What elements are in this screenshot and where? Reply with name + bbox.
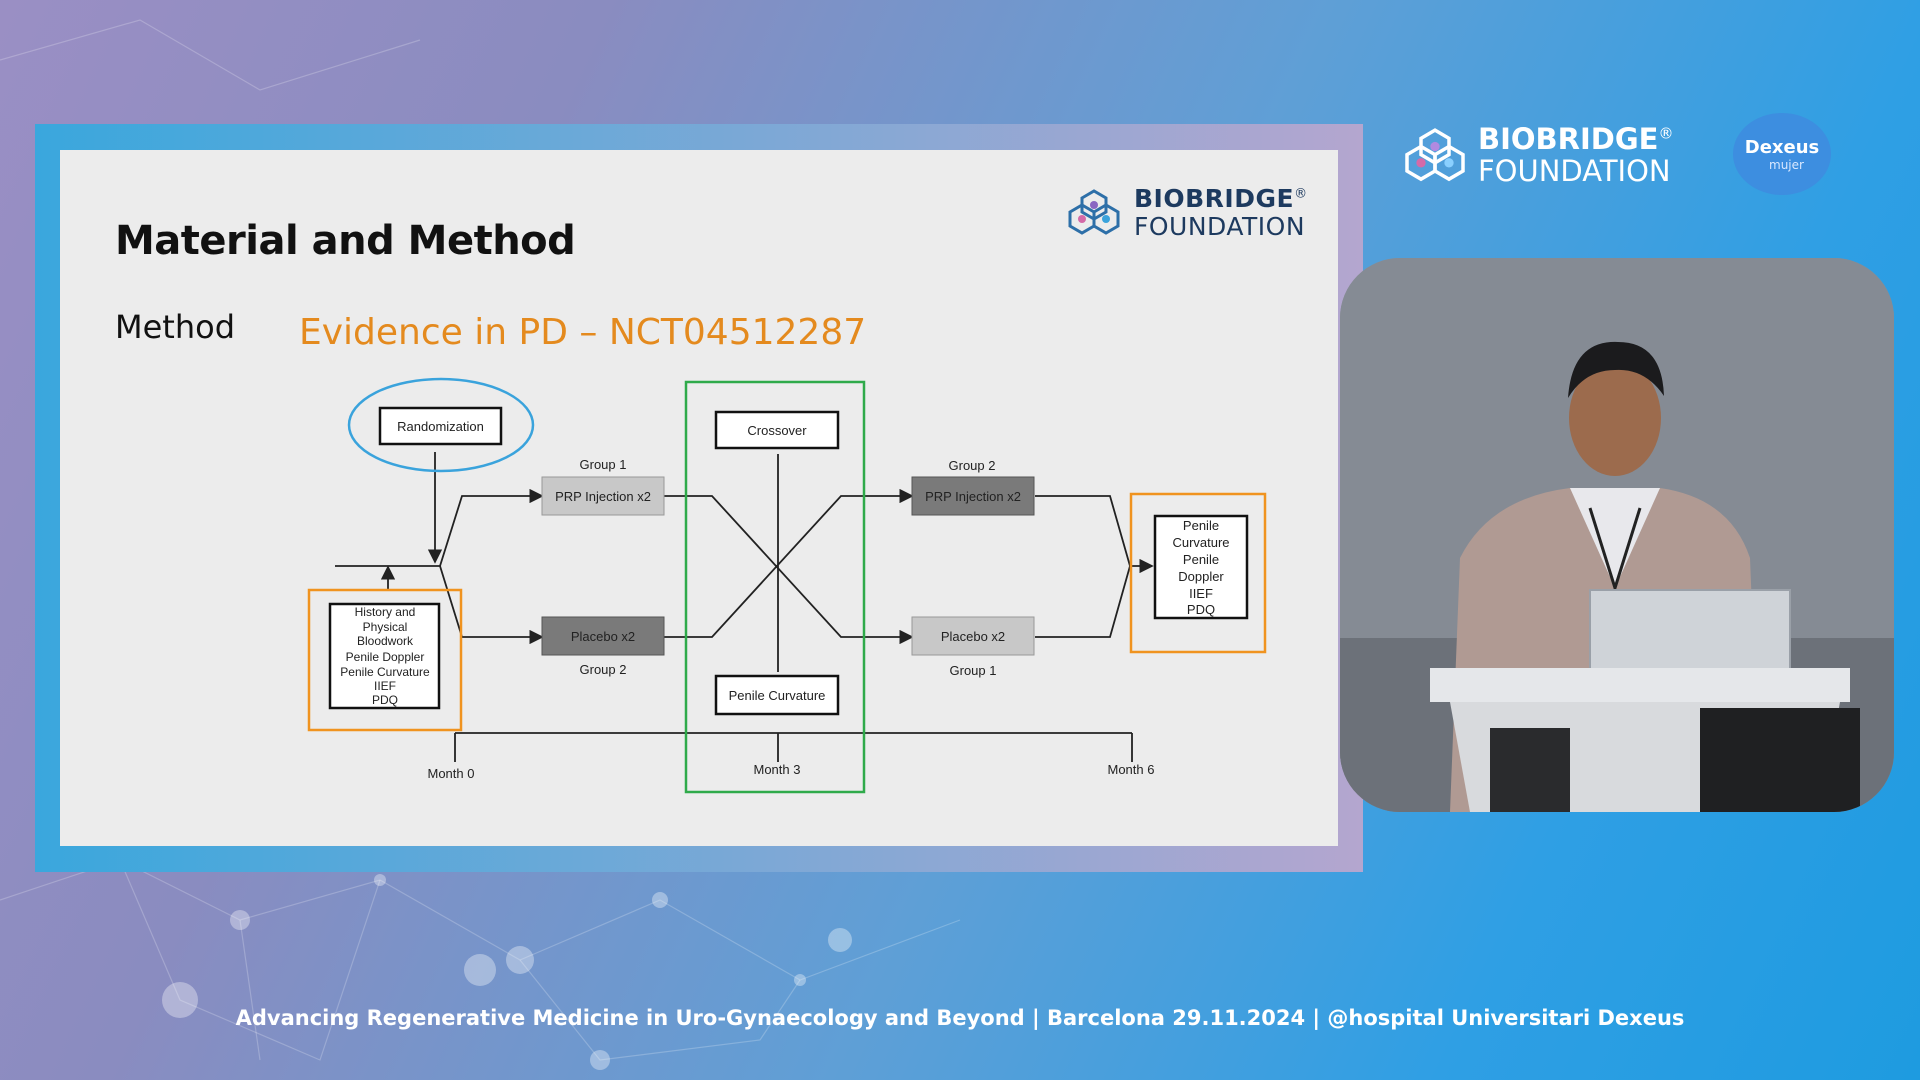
randomization-box	[378, 406, 503, 446]
baseline-line-1: History and	[355, 605, 416, 619]
placebo-label-1: Placebo x2	[571, 629, 635, 644]
prp-injection-box-2	[911, 476, 1035, 516]
month-3-label: Month 3	[754, 762, 801, 777]
outcome-line-5: IIEF	[1189, 586, 1213, 601]
brand-line2: FOUNDATION	[1478, 154, 1671, 188]
prp-injection-label-1: PRP Injection x2	[555, 489, 651, 504]
outcome-line-3: Penile	[1183, 552, 1219, 567]
slide-biobridge-logo: BIOBRIDGE® FOUNDATION	[1064, 184, 1324, 244]
month-0-label: Month 0	[428, 766, 475, 781]
slide-title: Material and Method	[115, 218, 576, 264]
baseline-line-7: PDQ	[372, 693, 398, 707]
presentation-slide: Material and Method Method Evidence in P…	[60, 150, 1338, 846]
dexeus-mujer-logo: Dexeus mujer	[1733, 113, 1831, 195]
method-label: Method	[115, 308, 236, 346]
crossover-label: Crossover	[747, 423, 807, 438]
crossover-box	[714, 410, 840, 450]
group1-bottom-label: Group 1	[950, 663, 997, 678]
slide-logo-line1: BIOBRIDGE®	[1134, 184, 1308, 213]
group1-top-label: Group 1	[580, 457, 627, 472]
placebo-box-2	[911, 616, 1035, 656]
month-6-label: Month 6	[1108, 762, 1155, 777]
baseline-line-6: IIEF	[374, 679, 396, 693]
event-footer: Advancing Regenerative Medicine in Uro-G…	[235, 1006, 1685, 1030]
outcome-line-4: Doppler	[1178, 569, 1224, 584]
prp-injection-label-2: PRP Injection x2	[925, 489, 1021, 504]
randomization-highlight	[347, 377, 535, 473]
placebo-label-2: Placebo x2	[941, 629, 1005, 644]
baseline-line-3: Bloodwork	[357, 634, 414, 648]
hexagon-logo-icon	[1405, 128, 1465, 182]
speaker-illustration	[1340, 258, 1894, 812]
outcome-line-2: Curvature	[1172, 535, 1229, 550]
outcome-assessment-box	[1153, 514, 1249, 620]
baseline-line-2: Physical	[363, 620, 408, 634]
brand-line1: BIOBRIDGE®	[1478, 122, 1674, 156]
dexeus-sub: mujer	[1769, 158, 1804, 172]
presentation-slide-frame: Material and Method Method Evidence in P…	[35, 124, 1363, 872]
randomization-label: Randomization	[397, 419, 484, 434]
outcome-line-6: PDQ	[1187, 602, 1215, 617]
baseline-line-5: Penile Curvature	[340, 665, 430, 679]
baseline-assessment-box	[328, 602, 441, 710]
baseline-highlight	[307, 588, 463, 732]
study-design-diagram: Randomization History and Physical Blood…	[307, 377, 1267, 794]
penile-curvature-box	[714, 674, 840, 716]
group2-bottom-label: Group 2	[580, 662, 627, 677]
outcome-line-1: Penile	[1183, 518, 1219, 533]
baseline-line-4: Penile Doppler	[346, 650, 425, 664]
penile-curvature-label: Penile Curvature	[729, 688, 826, 703]
dexeus-name: Dexeus	[1744, 137, 1820, 158]
speaker-video-feed	[1340, 258, 1894, 812]
outcome-assessment-text: Penile Curvature Penile Doppler IIEF PDQ	[1172, 518, 1229, 617]
prp-injection-box-1	[541, 476, 665, 516]
baseline-assessment-text: History and Physical Bloodwork Penile Do…	[340, 605, 430, 707]
slide-logo-line2: FOUNDATION	[1134, 212, 1306, 241]
placebo-box-1	[541, 616, 665, 656]
crossover-highlight	[684, 380, 866, 794]
biobridge-brand-logo: BIOBRIDGE® FOUNDATION	[1400, 122, 1700, 192]
evidence-title: Evidence in PD – NCT04512287	[299, 312, 867, 353]
outcome-highlight	[1129, 492, 1267, 654]
group2-top-label: Group 2	[949, 458, 996, 473]
hexagon-logo-icon	[1068, 189, 1120, 235]
